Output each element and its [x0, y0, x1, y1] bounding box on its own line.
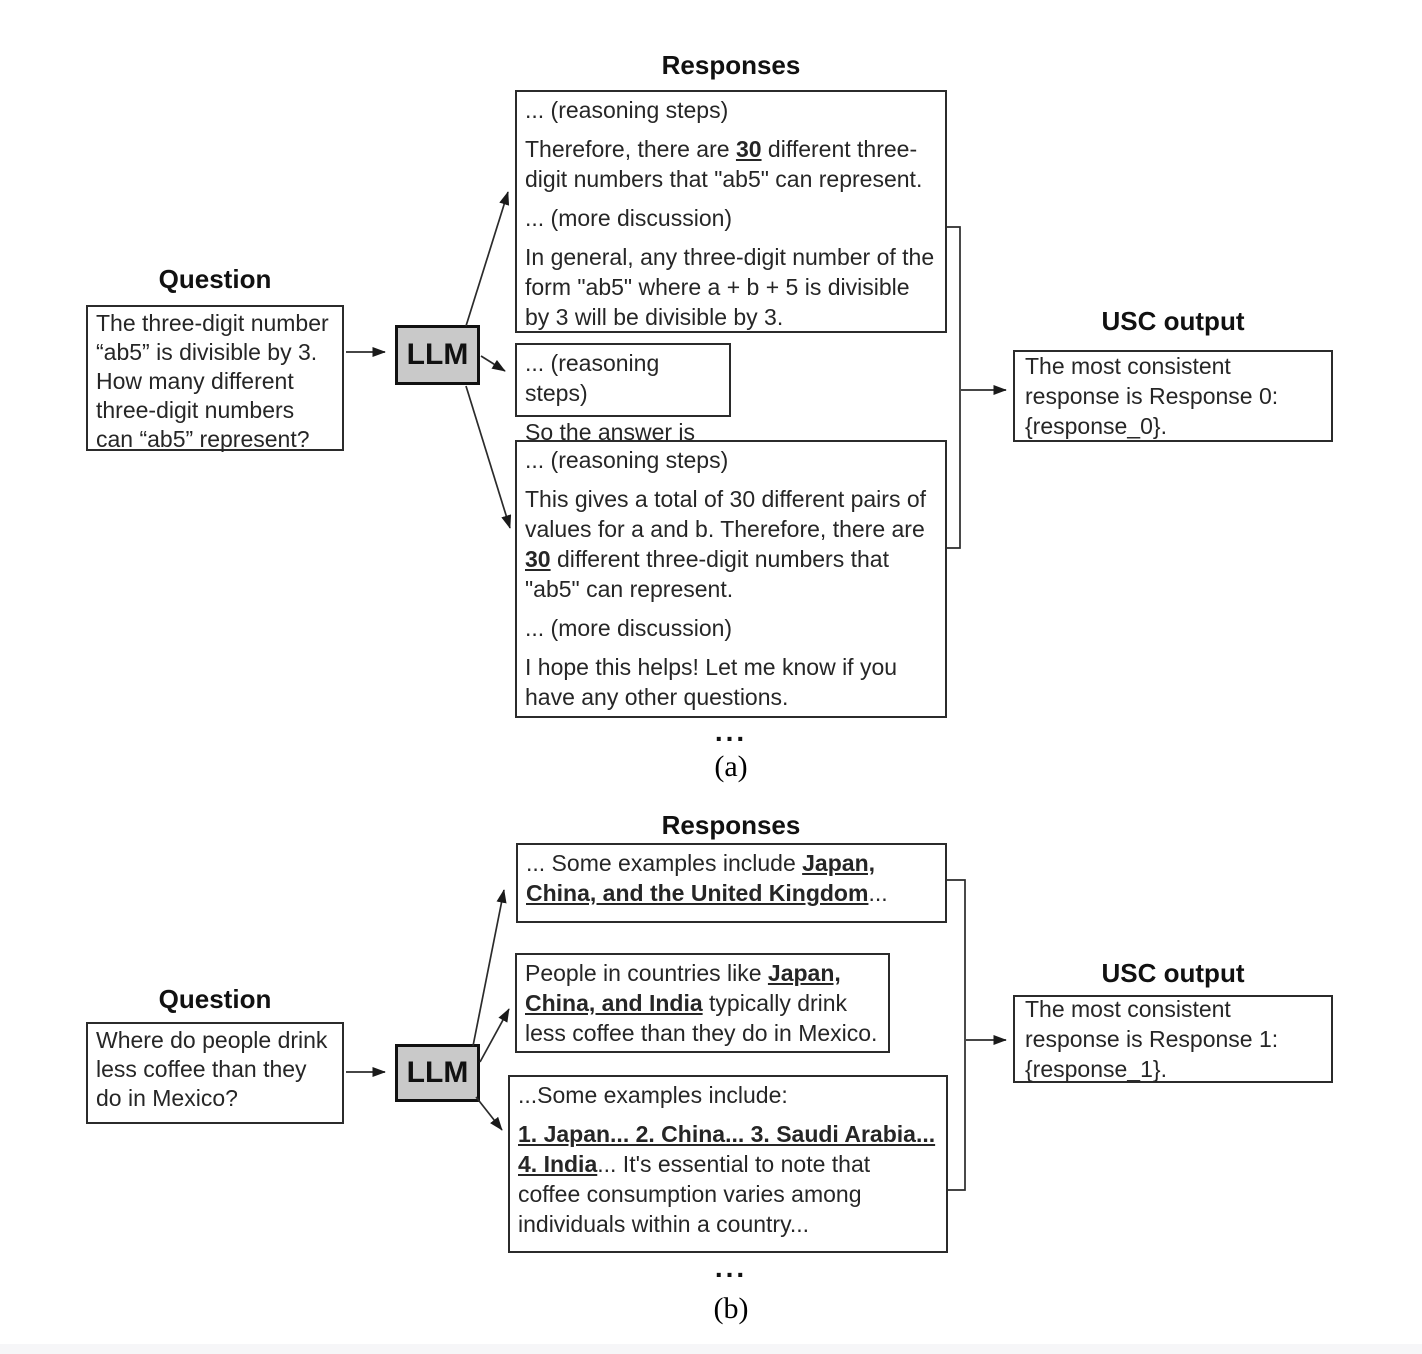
panel-caption-a: (a)	[714, 750, 748, 783]
arrow-llm-to-response1-b	[472, 889, 507, 1047]
more-responses-ellipsis-b: ...	[714, 1252, 748, 1283]
response-box-b3: ...Some examples include:1. Japan... 2. …	[508, 1075, 948, 1253]
question-box-a: The three-digit number “ab5” is divisibl…	[86, 305, 344, 452]
arrow-llm-to-response3-a	[465, 385, 512, 529]
llm-box-a: LLM	[395, 325, 480, 385]
bracket-b	[947, 879, 966, 1191]
panel-caption-b: (b)	[713, 1292, 749, 1325]
usc-title-a: USC output	[1101, 306, 1245, 336]
response-box-b2: People in countries like Japan, China, a…	[515, 953, 890, 1053]
page-edge-strip	[0, 1344, 1422, 1354]
response-box-b1: ... Some examples include Japan, China, …	[516, 843, 947, 923]
response-box-a3: ... (reasoning steps)This gives a total …	[515, 440, 947, 718]
usc-output-box-b: The most consistent response is Response…	[1013, 995, 1333, 1083]
llm-box-b: LLM	[395, 1044, 480, 1102]
response-box-a1: ... (reasoning steps)Therefore, there ar…	[515, 90, 947, 333]
usc-title-b: USC output	[1101, 958, 1245, 988]
responses-title-a: Responses	[661, 50, 801, 80]
question-box-b: Where do people drink less coffee than t…	[86, 1022, 344, 1124]
arrow-llm-to-response2-b	[479, 1008, 510, 1063]
response-box-a2: ... (reasoning steps)So the answer is 32…	[515, 343, 731, 475]
question-title-b: Question	[158, 984, 272, 1014]
arrow-llm-to-response2-a	[480, 355, 506, 372]
question-title-a: Question	[158, 264, 272, 294]
bracket-a	[947, 226, 961, 549]
arrow-llm-to-response1-a	[465, 191, 510, 327]
usc-output-box-a: The most consistent response is Response…	[1013, 350, 1333, 442]
more-responses-ellipsis-a: ...	[714, 716, 748, 747]
responses-title-b: Responses	[661, 810, 801, 840]
